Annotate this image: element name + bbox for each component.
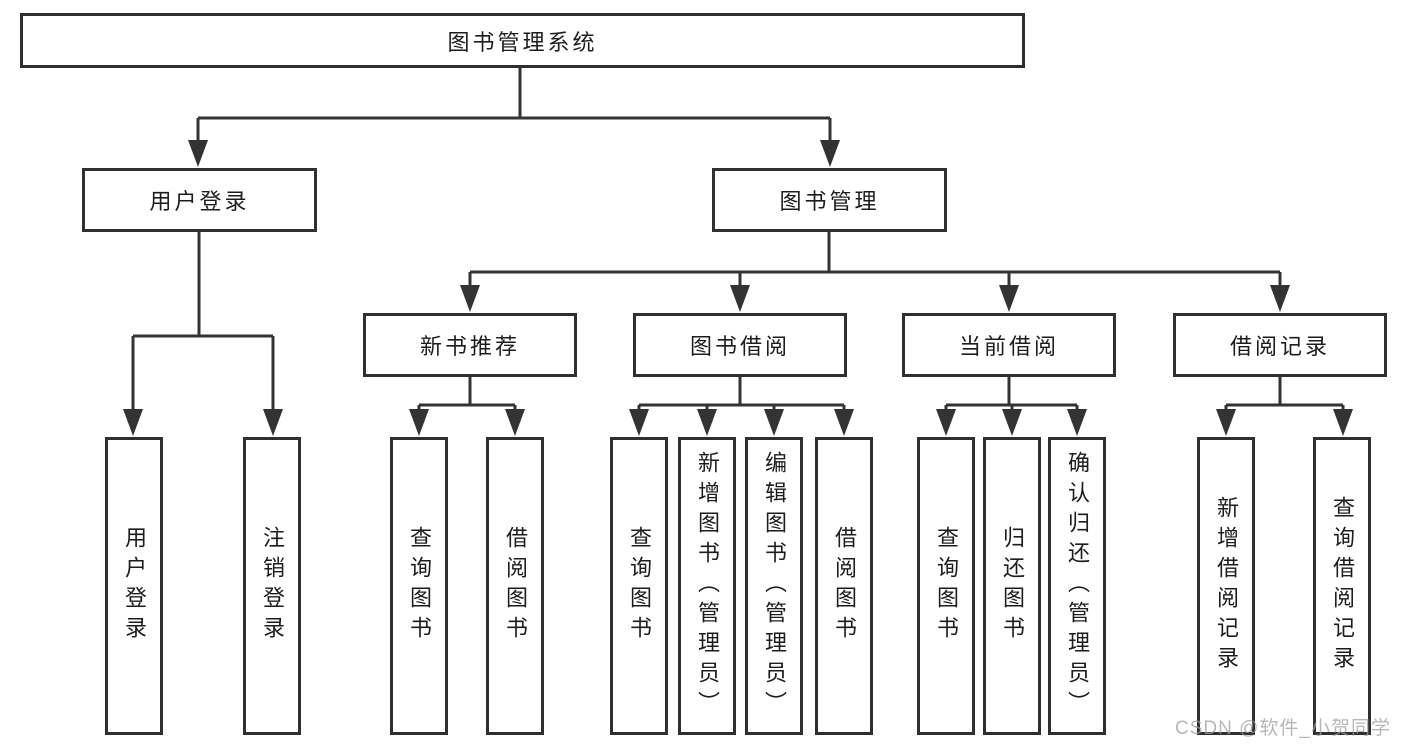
leaf-return-books: 归还图书 (983, 437, 1041, 735)
leaf-return-books-label: 归还图书 (1000, 526, 1025, 646)
leaf-add-borrow-record-label: 新增借阅记录 (1214, 496, 1239, 676)
leaf-add-books-admin: 新增图书（管理员） (678, 437, 736, 735)
leaf-query-books-borrow-label: 查询图书 (627, 526, 652, 646)
leaf-add-borrow-record: 新增借阅记录 (1197, 437, 1255, 735)
leaf-logout-label: 注销登录 (260, 526, 285, 646)
node-new-book-recommendation: 新书推荐 (363, 313, 577, 377)
leaf-edit-books-admin: 编辑图书（管理员） (745, 437, 803, 735)
node-book-borrowing: 图书借阅 (633, 313, 847, 377)
node-current-borrowing: 当前借阅 (902, 313, 1116, 377)
leaf-query-books-borrow: 查询图书 (610, 437, 668, 735)
csdn-watermark: CSDN @软件_小贺同学 (1175, 718, 1391, 739)
leaf-borrow-books: 借阅图书 (815, 437, 873, 735)
leaf-query-borrow-record-label: 查询借阅记录 (1330, 496, 1355, 676)
leaf-add-books-admin-label: 新增图书（管理员） (695, 451, 720, 721)
leaf-query-books-current-label: 查询图书 (934, 526, 959, 646)
leaf-confirm-return-admin-label: 确认归还（管理员） (1065, 451, 1090, 721)
node-book-management: 图书管理 (712, 168, 947, 232)
leaf-query-books-recommend: 查询图书 (390, 437, 448, 735)
node-library-system-root: 图书管理系统 (20, 13, 1025, 68)
leaf-edit-books-admin-label: 编辑图书（管理员） (762, 451, 787, 721)
leaf-query-books-recommend-label: 查询图书 (407, 526, 432, 646)
leaf-user-login: 用户登录 (105, 437, 163, 735)
leaf-query-books-current: 查询图书 (917, 437, 975, 735)
leaf-confirm-return-admin: 确认归还（管理员） (1048, 437, 1106, 735)
node-user-login: 用户登录 (82, 168, 317, 232)
leaf-query-borrow-record: 查询借阅记录 (1313, 437, 1371, 735)
leaf-borrow-books-recommend: 借阅图书 (486, 437, 544, 735)
leaf-borrow-books-label: 借阅图书 (832, 526, 857, 646)
leaf-logout: 注销登录 (243, 437, 301, 735)
node-borrowing-records: 借阅记录 (1173, 313, 1387, 377)
leaf-user-login-label: 用户登录 (122, 526, 147, 646)
leaf-borrow-books-recommend-label: 借阅图书 (503, 526, 528, 646)
arrowheads (123, 140, 1353, 436)
